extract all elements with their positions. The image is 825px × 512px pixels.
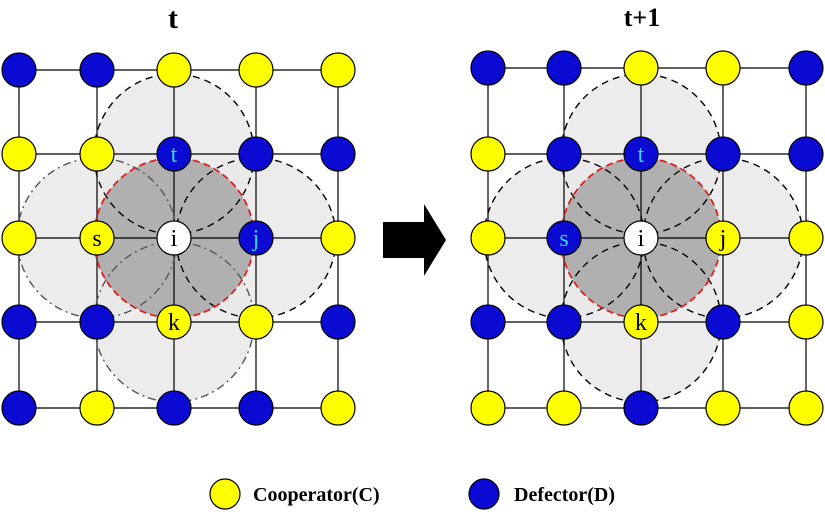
legend: Cooperator(C) Defector(D) [209,478,615,510]
defector-node [470,50,506,86]
node-label-k: k [635,310,647,336]
cooperator-node [79,220,115,256]
defector-node [788,50,824,86]
defector-node [320,304,356,340]
cooperator-node [705,220,741,256]
cooperator-node [788,390,824,426]
node-label-j: j [252,226,260,252]
node-label-t: t [171,142,178,168]
cooperator-node [788,220,824,256]
cooperator-node [1,136,37,172]
lattice-nodes [470,50,824,426]
defector-node [156,136,192,172]
defector-node [788,136,824,172]
node-label-j: j [719,226,727,252]
cooperator-node [238,304,274,340]
cooperator-node [320,220,356,256]
cooperator-node [470,136,506,172]
defector-node [238,390,274,426]
panel-t: t s i j k [1,52,356,426]
defector-node [1,52,37,88]
cooperator-node [470,390,506,426]
legend-defector-label: Defector(D) [514,484,615,506]
node-label-t: t [638,142,645,168]
legend-cooperator-swatch [209,478,241,510]
node-label-s: s [92,226,101,252]
defector-node [156,390,192,426]
legend-cooperator-label: Cooperator(C) [253,484,380,506]
defector-node [546,136,582,172]
cooperator-node [79,390,115,426]
defector-node [546,50,582,86]
right-arrow-icon [383,204,446,276]
cooperator-node [238,52,274,88]
cooperator-node [705,50,741,86]
cooperator-node [320,52,356,88]
lattice-nodes [1,52,356,426]
focal-node [156,220,192,256]
defector-node [623,136,659,172]
defector-node [1,304,37,340]
panel-title-t-plus-1: t+1 [624,3,660,32]
cooperator-node [788,304,824,340]
defector-node [546,220,582,256]
defector-node [320,136,356,172]
defector-node [238,220,274,256]
defector-node [705,136,741,172]
cooperator-node [1,220,37,256]
cooperator-node [156,52,192,88]
defector-node [705,304,741,340]
cooperator-node [320,390,356,426]
node-label-k: k [168,310,180,336]
defector-node [470,304,506,340]
cooperator-node [623,304,659,340]
panel-title-t: t [168,2,178,35]
defector-node [79,304,115,340]
cooperator-node [79,136,115,172]
defector-node [79,52,115,88]
cooperator-node [156,304,192,340]
cooperator-node [546,390,582,426]
legend-defector-swatch [468,478,500,510]
node-label-i: i [171,226,178,252]
node-label-i: i [638,226,645,252]
focal-node [623,220,659,256]
panel-t-plus-1: t s i j k [470,50,824,426]
defector-node [238,136,274,172]
defector-node [546,304,582,340]
defector-node [623,390,659,426]
cooperator-node [705,390,741,426]
cooperator-node [470,220,506,256]
defector-node [1,390,37,426]
cooperator-node [623,50,659,86]
node-label-s: s [559,226,568,252]
